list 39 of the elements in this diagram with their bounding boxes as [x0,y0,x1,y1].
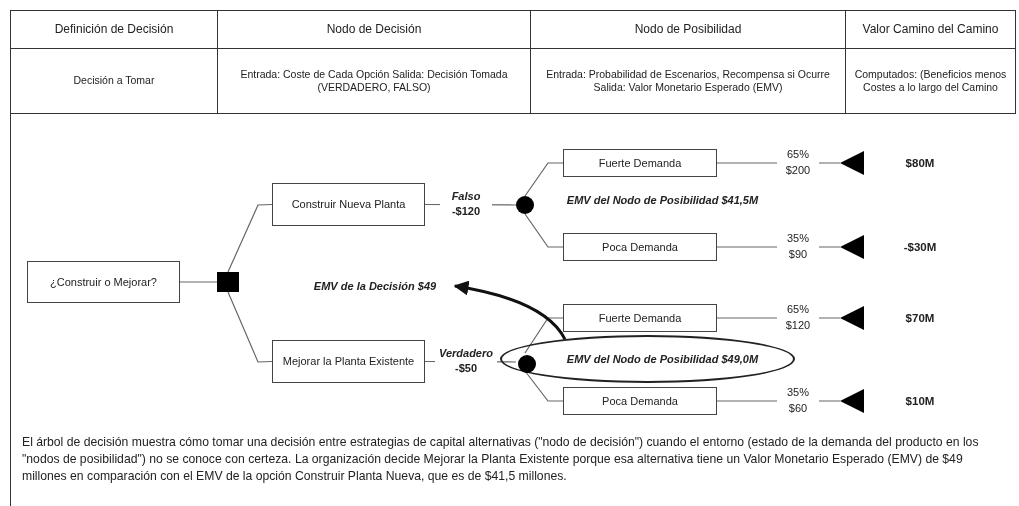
arrow [453,280,567,340]
connector-line [227,291,273,363]
option-box: Mejorar la Planta Existente [272,340,425,383]
option-box: Poca Demanda [563,387,717,415]
decision-square [217,272,239,292]
column-header: Nodo de Posibilidad [531,11,846,49]
connector-line [524,213,564,248]
column-header: Nodo de Decisión [218,11,531,49]
connector-line [524,370,564,402]
option-box: Fuerte Demanda [563,149,717,177]
payoff-value: -$30M [902,240,938,255]
connector-line [524,162,564,197]
table-cell: Entrada: Probabilidad de Escenarios, Recompensa si Ocurre Salida: Valor Monetario Esperado (EMV) [531,49,846,114]
payoff-value: $70M [904,311,936,326]
connector-line [524,317,564,354]
end-triangle [840,151,864,175]
end-triangle [840,235,864,259]
caption: El árbol de decisión muestra cómo tomar una decisión entre estrategias de capital alternativas ("nodo de decisión") cuando el entorno (estado de la demanda del producto en los "nodos de posibilidad") no se conoce con certeza. La organización decide Mejorar la Planta Existente porque esa alternativa tiene un Valor Monetario Esperado (EMV) de $49 millones en comparación con el EMV de la opción Construir Planta Nueva, que es de $41,5 millones. [22,434,980,486]
connector-line [179,281,218,283]
emv-label: EMV del Nodo de Posibilidad $49,0M [565,351,759,367]
chance-circle [518,355,536,373]
payoff-value: $80M [904,156,936,171]
column-header: Valor Camino del Camino [846,11,1016,49]
end-triangle [840,306,864,330]
end-triangle [840,389,864,413]
option-box: ¿Construir o Mejorar? [27,261,180,303]
table-cell: Computados: (Beneficios menos Costes a lo largo del Camino [846,49,1016,114]
option-box: Poca Demanda [563,233,717,261]
highlight-ellipse [500,335,795,383]
emv-label: EMV del Nodo de Posibilidad $41,5M [565,193,760,208]
option-box: Fuerte Demanda [563,304,717,332]
option-box: Construir Nueva Planta [272,183,425,226]
column-header: Definición de Decisión [11,11,218,49]
emv-label: EMV de la Decisión $49 [313,278,437,294]
table-cell: Decisión a Tomar [11,49,218,114]
connector-line [227,203,273,273]
chance-circle [516,196,534,214]
table-cell: Entrada: Coste de Cada Opción Salida: Decisión Tomada (VERDADERO, FALSO) [218,49,531,114]
payoff-value: $10M [904,394,936,409]
